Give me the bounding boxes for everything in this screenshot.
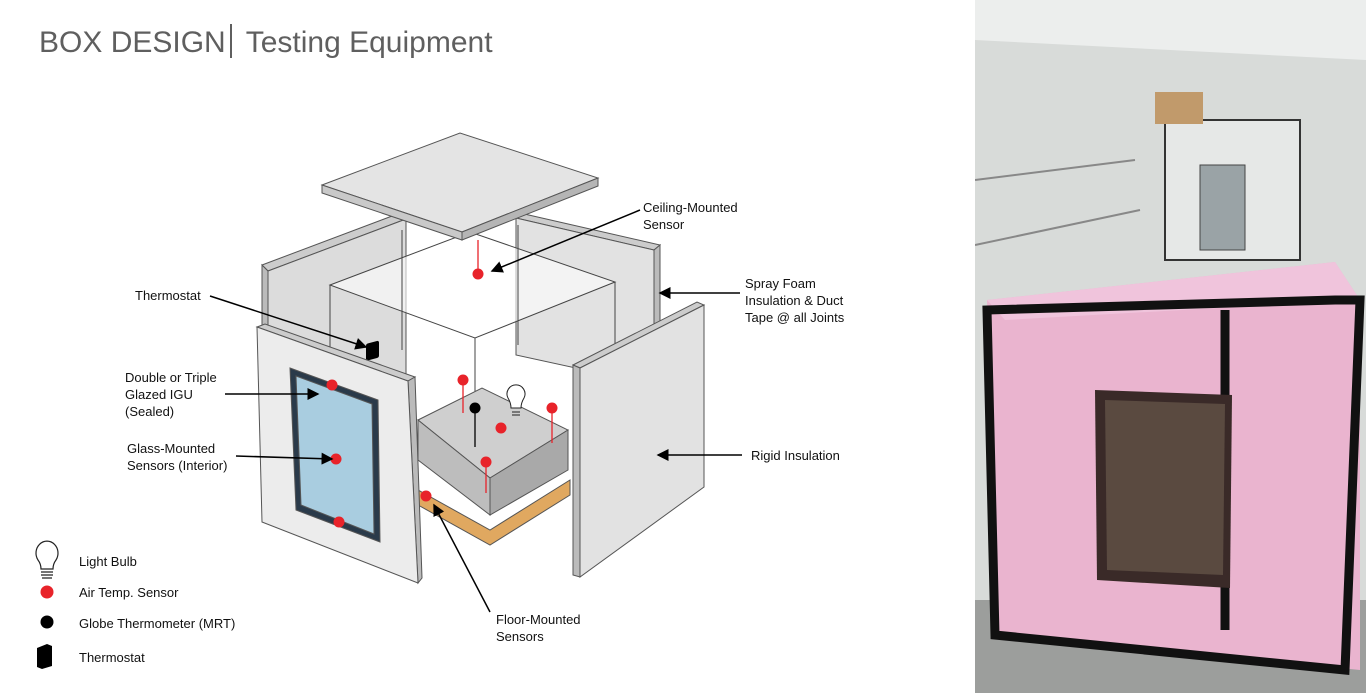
ceiling-lid xyxy=(320,132,600,241)
ceiling-sensor xyxy=(472,268,484,280)
callout-thermostat: Thermostat xyxy=(135,288,201,303)
legend-light-bulb: Light Bulb xyxy=(79,554,137,569)
test-box-photo xyxy=(975,0,1366,693)
legend-globe: Globe Thermometer (MRT) xyxy=(79,616,236,631)
red-dot-icon xyxy=(40,585,54,599)
legend-air-temp: Air Temp. Sensor xyxy=(79,585,179,600)
floor-platform xyxy=(417,387,571,546)
bulb-marker xyxy=(506,384,526,416)
title-main: BOX DESIGN xyxy=(39,26,226,59)
box-diagram xyxy=(35,132,742,669)
legend-thermostat: Thermostat xyxy=(79,650,145,665)
right-panel xyxy=(571,301,706,578)
light-bulb-icon xyxy=(35,540,59,579)
thermostat-icon xyxy=(37,644,52,669)
black-dot-icon xyxy=(40,615,54,629)
globe-thermometer xyxy=(469,402,481,414)
thermostat-marker xyxy=(366,340,379,361)
page-title: BOX DESIGN Testing Equipment xyxy=(39,24,493,60)
callout-rigid-insulation: Rigid Insulation xyxy=(751,448,840,463)
front-door-panel xyxy=(255,323,423,585)
title-sub: Testing Equipment xyxy=(245,26,493,59)
title-divider xyxy=(229,24,232,58)
sensor-markers xyxy=(366,240,558,502)
